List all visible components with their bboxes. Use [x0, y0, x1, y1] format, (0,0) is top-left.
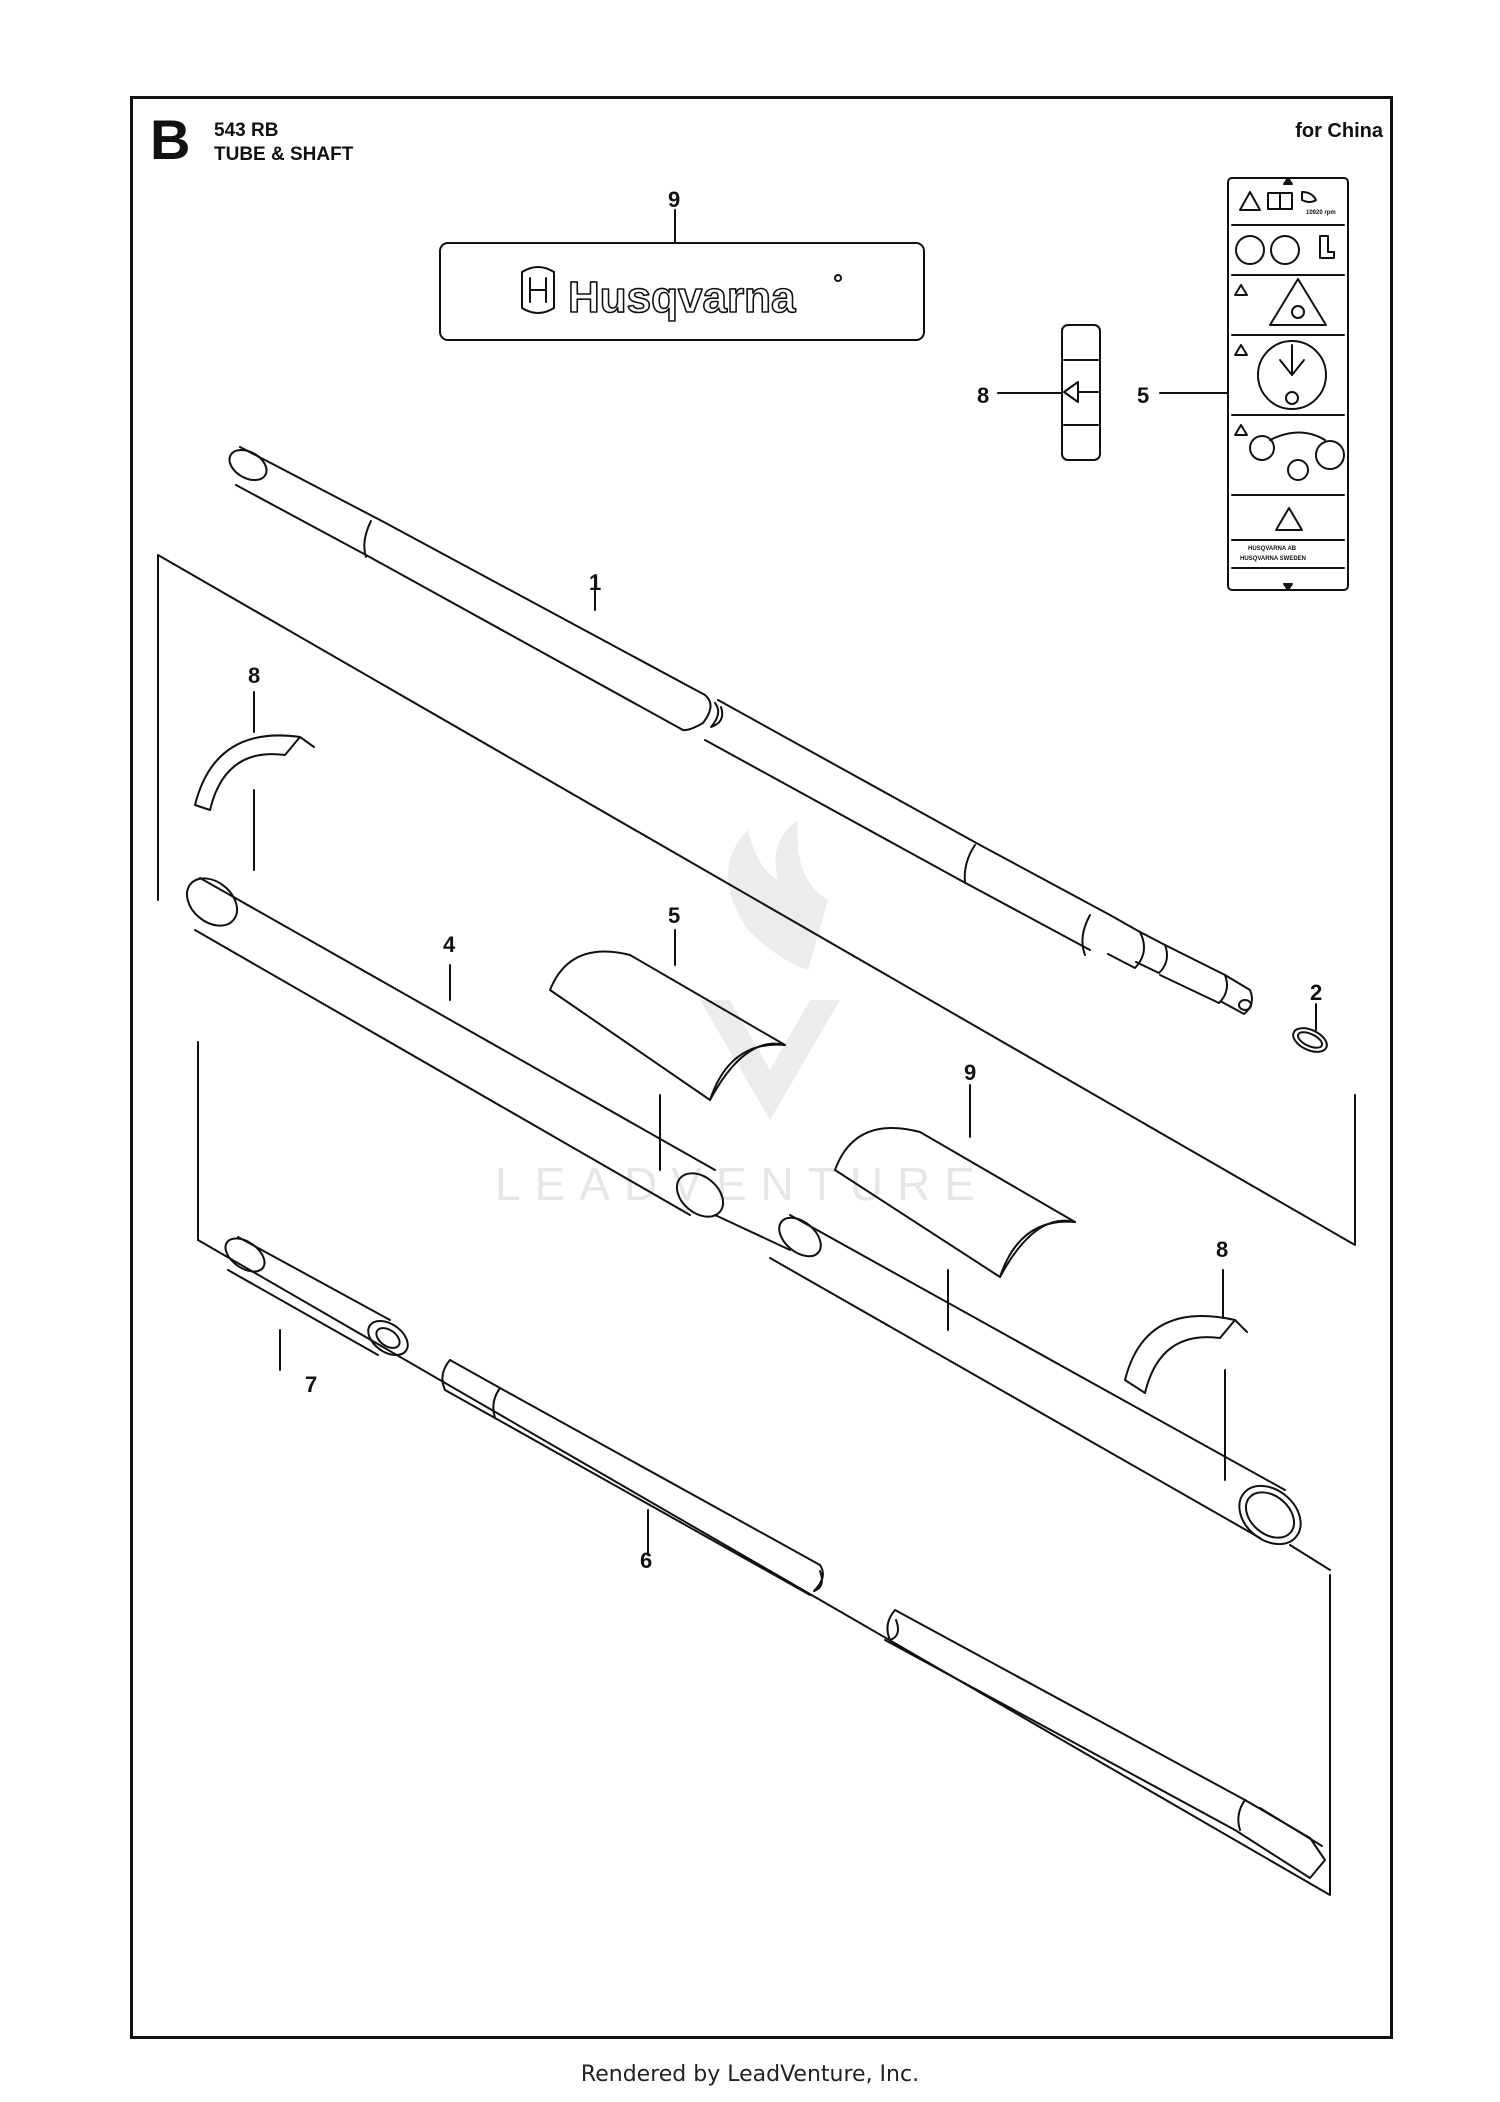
callout-8-right: 8	[1216, 1237, 1228, 1262]
diagram-frame	[130, 96, 1393, 2039]
part-1-tube-assembly	[228, 446, 1253, 1015]
part-4-right-tube	[769, 1214, 1302, 1546]
part-8-right-clamp	[1124, 1315, 1248, 1394]
callout-7: 7	[305, 1372, 317, 1397]
warning-triangle-icon	[1239, 191, 1261, 211]
husqvarna-logo-icon	[521, 266, 555, 314]
blade-warning-icon	[1249, 435, 1275, 461]
part-2-o-ring	[1292, 1027, 1328, 1053]
callout-5-top: 5	[1137, 383, 1149, 408]
gloves-icon	[1270, 235, 1300, 265]
part-4-outer-tube	[185, 877, 725, 1218]
part-9-decal: Husqvarna Husqvarna	[439, 242, 925, 341]
watermark-text: LEADVENTURE	[495, 1158, 989, 1210]
assembly-line-2	[714, 1214, 791, 1251]
callout-6: 6	[640, 1548, 652, 1573]
callout-9-top: 9	[668, 187, 680, 212]
section-letter: B	[150, 108, 191, 171]
rpm-text: 10920 rpm	[1306, 210, 1336, 216]
boot-icon	[1319, 235, 1335, 259]
hand-icon	[1301, 191, 1317, 203]
part-8-arrow-sticker	[1061, 324, 1101, 461]
model-name: 543 RB	[214, 120, 279, 141]
callout-2: 2	[1310, 980, 1322, 1005]
warning-triangle-icon	[1234, 284, 1248, 296]
assembly-line-3	[197, 1041, 1331, 1896]
market-label: for China	[1295, 120, 1383, 142]
part-7-bushing	[224, 1236, 409, 1357]
thrown-objects-warning-icon	[1269, 278, 1327, 326]
callout-9-mid: 9	[964, 1060, 976, 1085]
label-company-country: HUSQVARNA SWEDEN	[1240, 556, 1306, 562]
part-8-left-clamp	[194, 734, 315, 811]
part-9-mid-shield	[834, 1127, 1076, 1278]
callout-4: 4	[443, 932, 456, 957]
label-company-name: HUSQVARNA AB	[1248, 546, 1297, 552]
brand-text-outline: Husqvarna	[568, 273, 796, 322]
brand-text: Husqvarna	[568, 273, 796, 322]
blade-rotation-icon	[1315, 440, 1345, 470]
callout-5-mid: 5	[668, 903, 680, 928]
part-5-warning-label: 10920 rpm HUSQVARNA AB HUSQVARNA SWEDEN	[1227, 177, 1349, 591]
part-5-mid-shield	[549, 950, 786, 1101]
footer-credit: Rendered by LeadVenture, Inc.	[580, 2062, 920, 2087]
part-6-drive-shaft	[441, 1359, 1326, 1879]
callout-8-top: 8	[977, 383, 989, 408]
watermark: LEADVENTURE	[495, 820, 989, 1210]
page-title: TUBE & SHAFT	[214, 144, 354, 165]
helmet-icon	[1235, 235, 1265, 265]
callout-8-left: 8	[248, 663, 260, 688]
assembly-line-1	[157, 554, 1356, 1246]
safety-distance-icon	[1257, 340, 1327, 410]
callout-1: 1	[589, 570, 601, 595]
recycle-triangle-icon	[1275, 507, 1303, 531]
